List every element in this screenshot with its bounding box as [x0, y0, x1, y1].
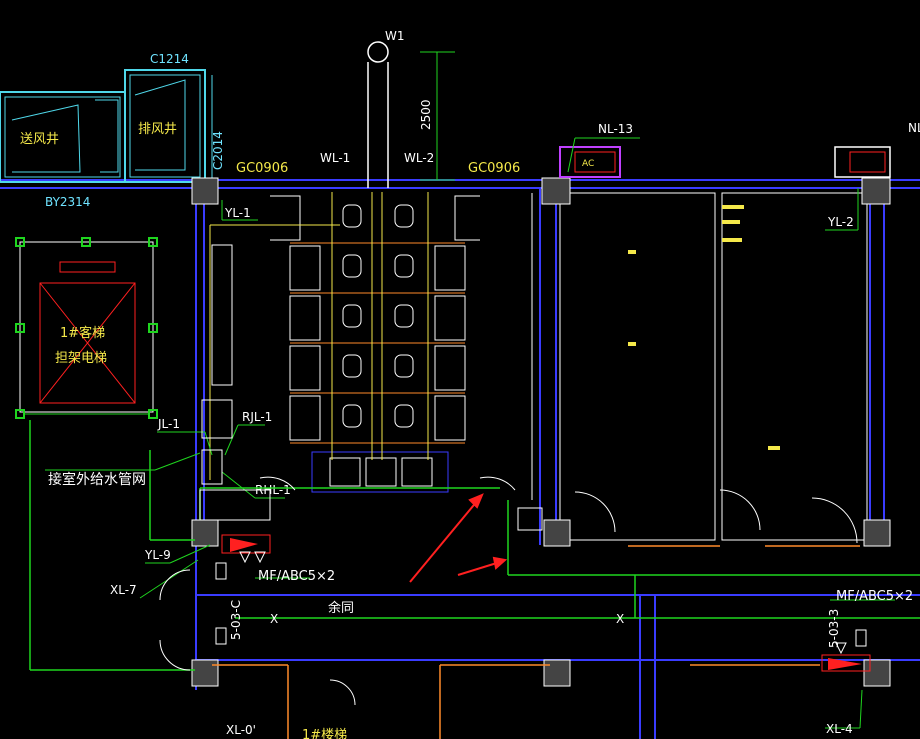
unit-nl13-label: NL-13 — [598, 122, 633, 136]
riser-yl9-label: YL-9 — [144, 548, 171, 562]
elevator-shaft — [15, 237, 158, 419]
window-c1214-label: C1214 — [150, 52, 189, 66]
nl13-unit — [559, 137, 891, 178]
left-fixture-strip — [199, 244, 543, 531]
riser-rhl1-label: RHL-1 — [255, 483, 291, 497]
dimension-2500-label: 2500 — [419, 99, 433, 130]
stair-label: 1#楼梯 — [302, 728, 347, 739]
riser-wl1-label: WL-1 — [320, 151, 350, 165]
extinguisher-left-label: MF/ABC5×2 — [258, 569, 335, 584]
riser-xl4-label: XL-4 — [826, 722, 853, 736]
elevator-label-line1: 1#客梯 — [60, 325, 105, 341]
room-partitions — [531, 192, 868, 541]
extinguisher-right-label: MF/ABC5×2 — [836, 589, 913, 604]
door-swings — [159, 476, 858, 706]
room-markers — [628, 205, 780, 450]
unit-ac-label: AC — [582, 159, 594, 169]
door-gc0906-right-label: GC0906 — [468, 161, 520, 176]
annotation-arrows — [409, 493, 508, 583]
riser-xl0-label: XL-0' — [226, 723, 256, 737]
pipe-x-right-label: X — [616, 612, 624, 626]
structural-columns — [191, 177, 891, 687]
air-shafts — [0, 69, 213, 183]
exhaust-shaft-label: 排风井 — [138, 122, 177, 137]
restroom-pipes — [209, 192, 429, 480]
riser-jl1-label: JL-1 — [157, 417, 180, 431]
corridor-label: 余同 — [328, 600, 354, 616]
fire-extinguisher-left — [215, 534, 271, 645]
vertical-code-right-label: 5-03-3 — [827, 609, 841, 648]
riser-rjl1-label: RJL-1 — [242, 410, 272, 424]
outdoor-pipe-label: 接室外给水管网 — [48, 471, 146, 488]
riser-wl2-label: WL-2 — [404, 151, 434, 165]
riser-yl1-label: YL-1 — [224, 206, 251, 220]
w1-label: W1 — [385, 29, 405, 43]
window-by2314-label: BY2314 — [45, 195, 90, 209]
leader-lines — [45, 188, 895, 729]
fire-extinguisher-right — [821, 629, 871, 672]
riser-yl2-label: YL-2 — [827, 215, 854, 229]
corridor-piping — [29, 420, 920, 671]
riser-xl7-label: XL-7 — [110, 583, 137, 597]
unit-nl-cut-label: NL — [908, 121, 920, 135]
elevator-label-line2: 担架电梯 — [55, 351, 107, 366]
restroom-fixtures — [270, 195, 480, 493]
vertical-code-left-label: 5-03-C — [229, 600, 243, 640]
pipe-x-left-label: X — [270, 612, 278, 626]
door-frames — [212, 545, 860, 739]
w1-riser — [367, 41, 455, 188]
door-gc0906-left-label: GC0906 — [236, 161, 288, 176]
building-walls — [0, 179, 920, 739]
window-c2014-label: C2014 — [211, 131, 225, 170]
supply-shaft-label: 送风井 — [20, 132, 59, 147]
